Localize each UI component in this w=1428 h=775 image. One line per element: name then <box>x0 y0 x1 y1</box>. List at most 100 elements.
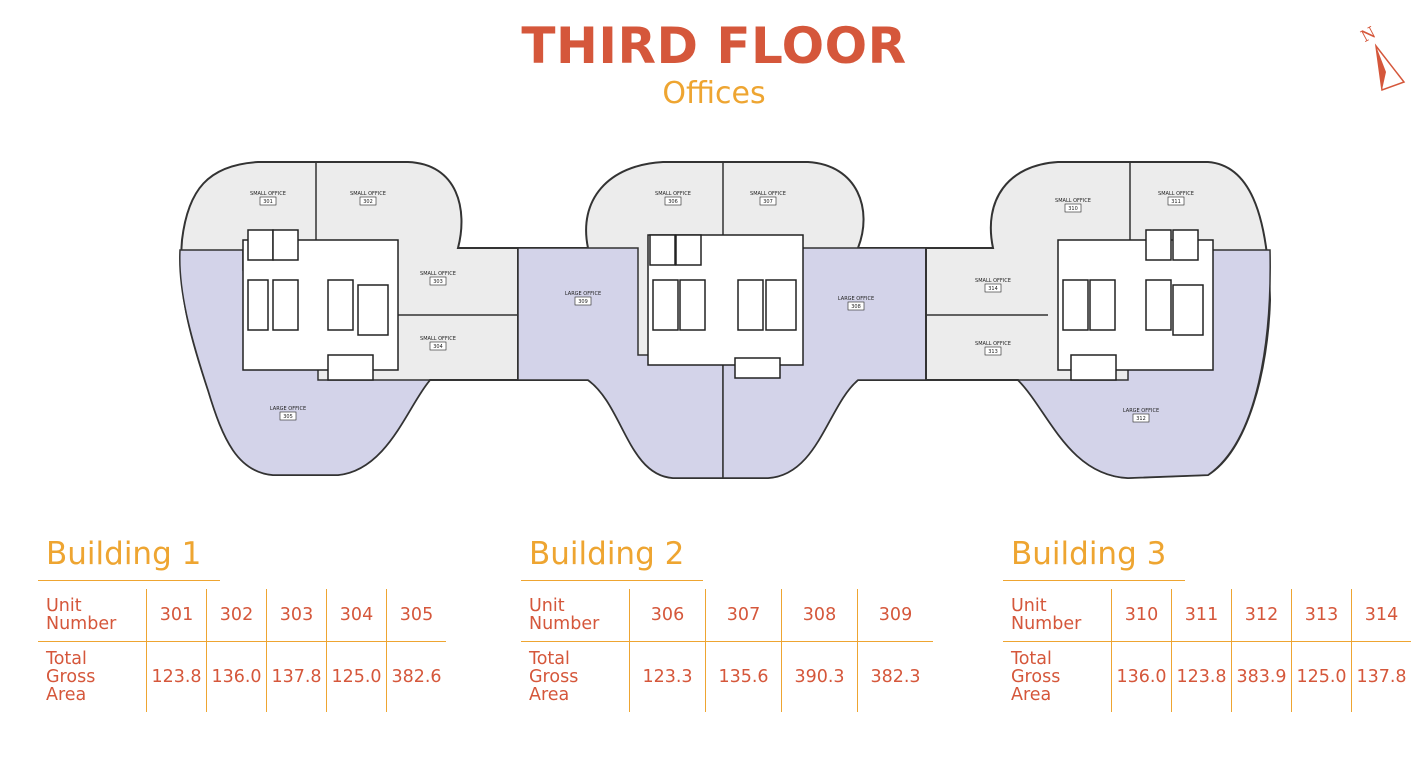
unit-number-cell: 311 <box>1171 589 1232 642</box>
office-number-box <box>1167 196 1185 206</box>
unit-number-cell: 308 <box>781 589 858 642</box>
row-header-line: Unit <box>1011 596 1047 616</box>
office-type-label: SMALL OFFICE <box>975 341 1011 347</box>
unit-number-cell: 313 <box>1291 589 1352 642</box>
office-number-label: 306 <box>668 199 678 205</box>
office-number-box <box>429 276 447 286</box>
row-header-line: Number <box>529 614 600 634</box>
office-type-label: SMALL OFFICE <box>350 191 386 197</box>
building-name: Building 1 <box>38 528 220 581</box>
gross-area-cell: 383.9 <box>1231 641 1292 712</box>
gross-area-cell: 125.0 <box>326 641 387 712</box>
office-number-label: 307 <box>763 199 773 205</box>
office-number-box <box>359 196 377 206</box>
office-type-label: LARGE OFFICE <box>1123 408 1159 414</box>
office-type-label: SMALL OFFICE <box>975 278 1011 284</box>
office-number-box <box>279 411 297 421</box>
office-number-label: 309 <box>578 299 588 305</box>
row-header-line: Gross <box>46 667 96 687</box>
office-number-label: 303 <box>433 279 443 285</box>
office-number-label: 301 <box>263 199 273 205</box>
gross-area-cell: 382.3 <box>857 641 933 712</box>
gross-area-cell: 125.0 <box>1291 641 1352 712</box>
gross-area-cell: 123.8 <box>146 641 207 712</box>
row-header-line: Number <box>1011 614 1082 634</box>
office-number-box <box>1064 203 1082 213</box>
gross-area-cell: 137.8 <box>1351 641 1411 712</box>
office-number-label: 313 <box>988 349 998 355</box>
office-number-box <box>984 283 1002 293</box>
unit-number-cell: 312 <box>1231 589 1292 642</box>
row-header-line: Unit <box>46 596 82 616</box>
office-type-label: LARGE OFFICE <box>270 406 306 412</box>
gross-area-cell: 136.0 <box>206 641 267 712</box>
office-number-box <box>847 301 865 311</box>
office-number-label: 305 <box>283 414 293 420</box>
unit-number-cell: 304 <box>326 589 387 642</box>
row-header-line: Area <box>46 685 87 705</box>
unit-number-cell: 301 <box>146 589 207 642</box>
row-header-line: Gross <box>1011 667 1061 687</box>
gross-area-cell: 135.6 <box>705 641 782 712</box>
office-type-label: SMALL OFFICE <box>250 191 286 197</box>
gross-area-cell: 123.3 <box>629 641 706 712</box>
gross-area-cell: 137.8 <box>266 641 327 712</box>
office-type-label: SMALL OFFICE <box>750 191 786 197</box>
office-number-label: 312 <box>1136 416 1146 422</box>
gross-area-cell: 136.0 <box>1111 641 1172 712</box>
building-1-core <box>242 229 399 381</box>
row-header-line: Number <box>46 614 117 634</box>
office-number-box <box>984 346 1002 356</box>
office-number-box <box>429 341 447 351</box>
building-name: Building 3 <box>1003 528 1185 581</box>
office-type-label: SMALL OFFICE <box>1158 191 1194 197</box>
row-header-line: Area <box>1011 685 1052 705</box>
office-type-label: SMALL OFFICE <box>420 336 456 342</box>
office-number-box <box>574 296 592 306</box>
office-type-label: LARGE OFFICE <box>565 291 601 297</box>
row-header-line: Gross <box>529 667 579 687</box>
office-number-label: 310 <box>1068 206 1078 212</box>
office-number-label: 314 <box>988 286 998 292</box>
office-number-label: 302 <box>363 199 373 205</box>
building-3-core <box>1057 229 1214 381</box>
row-header-line: Area <box>529 685 570 705</box>
row-header-line: Total <box>529 649 570 669</box>
north-label: N <box>1358 24 1379 46</box>
gross-area-cell: 390.3 <box>781 641 858 712</box>
office-number-label: 308 <box>851 304 861 310</box>
building-2-core <box>647 234 804 379</box>
row-header-line: Unit <box>529 596 565 616</box>
office-type-label: SMALL OFFICE <box>1055 198 1091 204</box>
gross-area-cell: 382.6 <box>386 641 446 712</box>
north-arrow-icon: N <box>1358 24 1406 92</box>
row-header-line: Total <box>1011 649 1052 669</box>
office-type-label: LARGE OFFICE <box>838 296 874 302</box>
page-title: THIRD FLOOR <box>521 17 907 75</box>
unit-number-cell: 305 <box>386 589 446 642</box>
unit-number-cell: 306 <box>629 589 706 642</box>
office-number-box <box>759 196 777 206</box>
office-type-label: SMALL OFFICE <box>655 191 691 197</box>
office-number-label: 304 <box>433 344 443 350</box>
page-subtitle: Offices <box>662 76 766 111</box>
unit-number-cell: 309 <box>857 589 933 642</box>
